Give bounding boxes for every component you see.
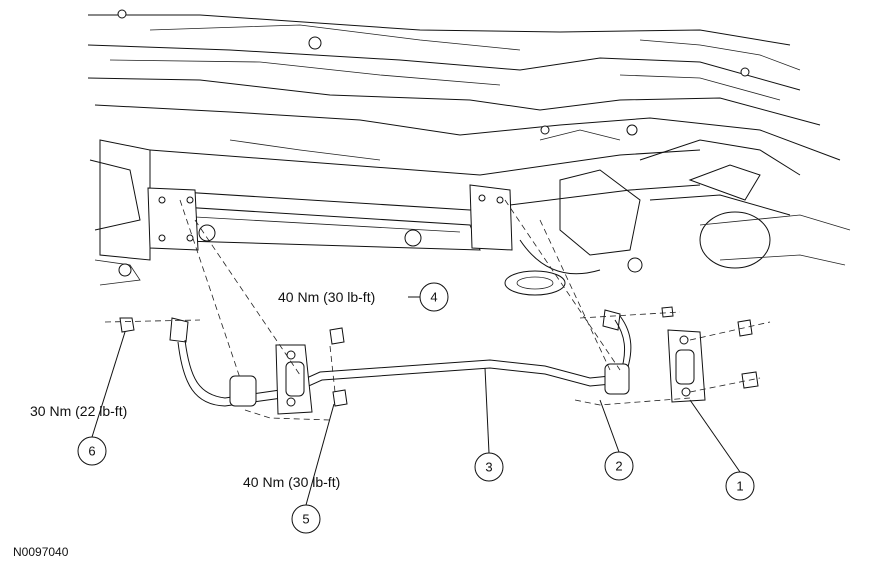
callout-6: 30 Nm (22 lb-ft) 6 bbox=[30, 403, 127, 466]
callout-5-number: 5 bbox=[302, 512, 309, 527]
figure-id: N0097040 bbox=[13, 545, 69, 559]
stabilizer-bushing-left bbox=[229, 344, 313, 415]
callout-3-number: 3 bbox=[485, 460, 492, 475]
callout-4-torque: 40 Nm (30 lb-ft) bbox=[278, 289, 375, 305]
stabilizer-bushing-right bbox=[604, 363, 630, 395]
callout-5-torque: 40 Nm (30 lb-ft) bbox=[243, 474, 340, 490]
callout-6-torque: 30 Nm (22 lb-ft) bbox=[30, 403, 127, 419]
callout-4: 40 Nm (30 lb-ft) 4 bbox=[278, 282, 449, 312]
callout-3: 3 bbox=[474, 452, 504, 482]
fasteners bbox=[119, 306, 759, 407]
callout-2: 2 bbox=[604, 451, 634, 481]
callout-4-number: 4 bbox=[430, 290, 437, 305]
callout-1-number: 1 bbox=[736, 479, 743, 494]
callout-6-number: 6 bbox=[88, 444, 95, 459]
vehicle-underbody-illustration bbox=[87, 9, 851, 296]
assembly-centerlines bbox=[104, 199, 771, 421]
leader-lines bbox=[91, 296, 741, 506]
stabilizer-bar bbox=[169, 309, 632, 407]
callout-5: 40 Nm (30 lb-ft) 5 bbox=[243, 474, 340, 534]
callout-1: 1 bbox=[725, 471, 755, 501]
callout-2-number: 2 bbox=[615, 459, 622, 474]
stabilizer-bracket-right bbox=[667, 329, 706, 403]
